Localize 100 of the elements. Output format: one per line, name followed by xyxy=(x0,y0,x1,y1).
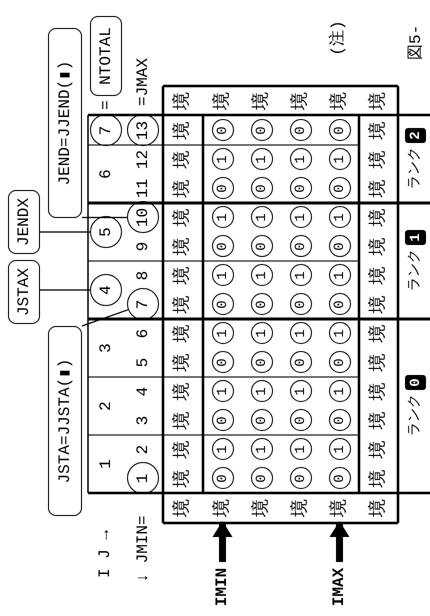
boundary-mark: 境 xyxy=(174,499,192,517)
circled-digit: 0 xyxy=(328,352,350,374)
circled-digit: 1 xyxy=(328,380,350,402)
callout-bubble: JSTA=JJSTA(▮) xyxy=(48,326,82,516)
circled-digit: 1 xyxy=(328,206,350,228)
boundary-mark: 境 xyxy=(214,92,232,110)
index-number: 3 xyxy=(135,416,151,426)
circled-digit: 0 xyxy=(250,468,272,490)
circled-digit: 1 xyxy=(250,380,272,402)
boundary-mark: 境 xyxy=(370,324,388,342)
circled-digit: 0 xyxy=(250,236,272,258)
boundary-mark: 境 xyxy=(174,238,192,256)
circled-digit: 0 xyxy=(290,352,312,374)
boundary-mark: 境 xyxy=(370,296,388,314)
circled-digit: 1 xyxy=(212,438,234,460)
circled-digit: 1 xyxy=(212,264,234,286)
circled-digit: 1 xyxy=(212,206,234,228)
rank-badge: 1 xyxy=(405,230,426,245)
circled-digit: 0 xyxy=(290,294,312,316)
boundary-mark: 境 xyxy=(174,440,192,458)
equation-text: =JMAX xyxy=(135,58,151,106)
index-number: 11 xyxy=(135,178,151,198)
boundary-mark: 境 xyxy=(370,382,388,400)
index-label: ↓ JMIN= xyxy=(135,515,151,583)
index-number: 6 xyxy=(135,328,151,338)
circled-digit: 1 xyxy=(250,322,272,344)
circled-digit: 0 xyxy=(212,410,234,432)
boundary-mark: 境 xyxy=(174,382,192,400)
circled-digit: 0 xyxy=(290,178,312,200)
circled-digit: 1 xyxy=(250,264,272,286)
index-number: 5 xyxy=(135,358,151,368)
boundary-mark: 境 xyxy=(252,92,270,110)
circled-digit: 1 xyxy=(290,322,312,344)
boundary-mark: 境 xyxy=(174,412,192,430)
circled-digit: 0 xyxy=(328,410,350,432)
circled-digit: 0 xyxy=(250,178,272,200)
index-number: 4 xyxy=(135,386,151,396)
boundary-mark: 境 xyxy=(370,92,388,110)
pointer-arrow xyxy=(212,521,232,562)
circled-digit: 0 xyxy=(212,236,234,258)
index-number: 2 xyxy=(98,401,114,411)
boundary-mark: 境 xyxy=(370,238,388,256)
rank-label: ランク xyxy=(406,249,424,291)
circled-digit: 1 xyxy=(328,438,350,460)
index-label: IMAX xyxy=(329,562,349,612)
boundary-mark: 境 xyxy=(174,354,192,372)
index-label: IMIN xyxy=(212,562,232,612)
boundary-mark: 境 xyxy=(370,180,388,198)
boundary-mark: 境 xyxy=(203,493,242,523)
circled-digit: 0 xyxy=(212,120,234,142)
circled-digit: 0 xyxy=(250,410,272,432)
circled-digit: 0 xyxy=(250,294,272,316)
index-label: I J → xyxy=(97,530,113,578)
leader-line xyxy=(40,231,90,233)
equals-sign: = xyxy=(98,100,114,110)
boundary-mark: 境 xyxy=(174,122,192,140)
circled-number: 13 xyxy=(127,114,159,146)
circled-digit: 0 xyxy=(290,120,312,142)
circled-number: 10 xyxy=(127,202,159,234)
circled-digit: 1 xyxy=(290,206,312,228)
circled-digit: 1 xyxy=(212,148,234,170)
boundary-mark: 境 xyxy=(370,354,388,372)
rank-badge: 0 xyxy=(405,375,426,390)
index-number: 9 xyxy=(135,242,151,252)
circled-digit: 0 xyxy=(328,294,350,316)
circled-number: 4 xyxy=(90,274,122,306)
boundary-mark: 境 xyxy=(370,150,388,168)
circled-number: 5 xyxy=(90,216,122,248)
circled-digit: 0 xyxy=(212,178,234,200)
boundary-mark: 境 xyxy=(174,324,192,342)
boundary-mark: 境 xyxy=(320,493,359,523)
callout-bubble: JSTAX xyxy=(8,260,40,324)
circled-digit: 0 xyxy=(328,236,350,258)
circled-digit: 1 xyxy=(328,264,350,286)
circled-digit: 0 xyxy=(250,120,272,142)
callout-bubble: JEND=JJEND(▮) xyxy=(48,28,82,218)
pointer-arrow xyxy=(330,521,350,562)
boundary-mark: 境 xyxy=(174,150,192,168)
circled-number: 1 xyxy=(127,462,159,494)
circled-digit: 0 xyxy=(328,120,350,142)
index-number: 2 xyxy=(135,444,151,454)
circled-digit: 1 xyxy=(290,438,312,460)
index-number: 1 xyxy=(98,459,114,469)
circled-digit: 0 xyxy=(212,352,234,374)
leader-line xyxy=(82,309,128,327)
boundary-mark: 境 xyxy=(174,470,192,488)
circled-digit: 1 xyxy=(290,264,312,286)
boundary-mark: 境 xyxy=(174,92,192,110)
index-number: 12 xyxy=(135,150,151,170)
index-number: 8 xyxy=(135,270,151,280)
leader-line xyxy=(40,289,90,291)
boundary-mark: 境 xyxy=(370,412,388,430)
circled-digit: 0 xyxy=(212,294,234,316)
circled-digit: 0 xyxy=(212,468,234,490)
figure-number: 図5- xyxy=(406,24,426,60)
boundary-mark: 境 xyxy=(370,499,388,517)
circled-digit: 0 xyxy=(290,468,312,490)
circled-digit: 1 xyxy=(250,206,272,228)
circled-digit: 1 xyxy=(290,380,312,402)
circled-digit: 1 xyxy=(250,148,272,170)
